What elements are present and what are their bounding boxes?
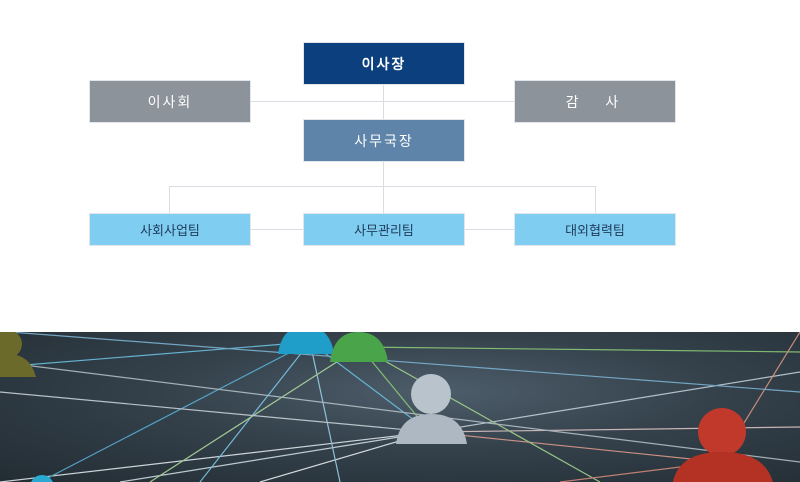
board-label: 이사회 [147,94,193,111]
team-box-external-cooperation: 대외협력팀 [515,214,675,245]
team-box-social-work: 사회사업팀 [90,214,250,245]
team-label: 사회사업팀 [140,224,200,239]
connector-board-auditor [250,101,515,102]
auditor-box: 감 사 [515,81,675,122]
person-icon-cyan [31,475,53,482]
person-icon-blue [278,332,334,354]
person-icon-gray [396,374,467,444]
secretary-general-label: 사무국장 [354,133,414,150]
chairman-label: 이사장 [361,56,407,73]
connector-chair-sg [383,84,384,120]
connector-teams-horizontal [169,186,595,187]
auditor-label: 감 사 [565,94,625,111]
board-box: 이사회 [90,81,250,122]
connector-team3 [595,186,596,214]
team-label: 사무관리팀 [354,224,414,239]
person-icon-red [672,408,773,482]
secretary-general-box: 사무국장 [304,120,464,161]
connector-team2 [383,186,384,214]
network-banner-image [0,332,800,482]
team-label: 대외협력팀 [565,224,625,239]
network-icon [0,332,800,482]
chairman-box: 이사장 [304,43,464,84]
person-icon-olive [0,332,36,377]
person-icon-green [330,332,388,362]
org-chart: 이사장 이사회 감 사 사무국장 사회사업팀 사무관리팀 대외협력팀 [90,43,675,245]
connector-team1 [169,186,170,214]
connector-sg-down [383,161,384,186]
team-box-office-management: 사무관리팀 [304,214,464,245]
